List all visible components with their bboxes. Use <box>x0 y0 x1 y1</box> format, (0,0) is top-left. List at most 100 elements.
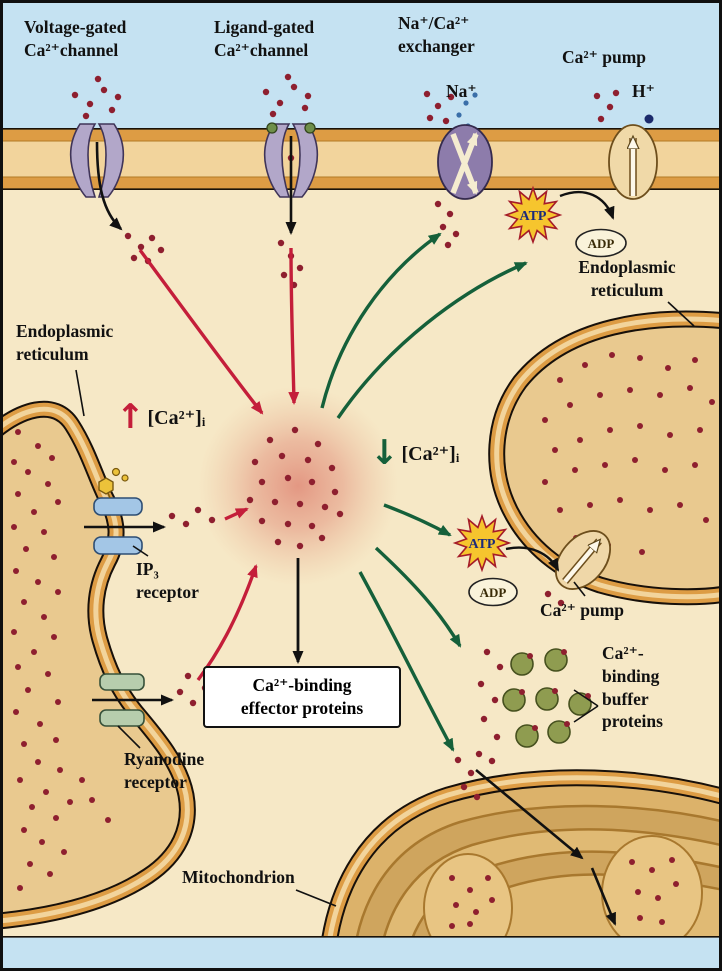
ca-below-ligand <box>296 264 304 272</box>
buffer-protein <box>510 652 534 676</box>
label-ip3-receptor: IP₃ receptor <box>136 559 199 602</box>
influx-arrow <box>95 141 123 231</box>
ca-mito-matrix-1 <box>489 897 495 903</box>
arrow-ligand-to-pool <box>288 247 300 405</box>
pump-arrow <box>563 541 599 583</box>
ca-left-er-lumen <box>21 741 27 747</box>
ca-central-pool <box>314 440 322 448</box>
ca-below-exchanger <box>434 200 442 208</box>
ca-central-pool <box>284 520 292 528</box>
ca-central-pool <box>304 456 312 464</box>
ca-near-buffer <box>491 696 499 704</box>
ligand-gated-channel-protein <box>263 122 319 235</box>
ca-ryr-release <box>189 699 197 707</box>
pointer-ryr <box>117 725 141 749</box>
exchange-arrow-in <box>450 133 479 195</box>
ca-below-voltage <box>137 243 145 251</box>
ca-left-er-lumen <box>53 815 59 821</box>
ca-extracellular-pump <box>597 115 605 123</box>
label-na-ion: Na⁺ <box>446 81 477 101</box>
adp-text: ADP <box>588 236 615 251</box>
ca-extracellular-ligand <box>301 104 309 112</box>
atp-text: ATP <box>469 537 496 552</box>
ca-right-er-lumen <box>607 427 613 433</box>
ca-ip3-release <box>182 520 190 528</box>
pointer-buffer-1 <box>573 689 599 707</box>
na-ion-dot <box>463 100 469 106</box>
ca-below-exchanger <box>446 210 454 218</box>
ca-left-er-lumen <box>11 629 17 635</box>
ca-left-er-lumen <box>51 554 57 560</box>
arrow-pool-to-buffers <box>374 546 462 648</box>
adp-oval-1: ADP <box>575 228 627 258</box>
ca-right-er-lumen <box>657 392 663 398</box>
buffer-protein <box>502 688 526 712</box>
ca-below-voltage <box>148 234 156 242</box>
adp-text: ADP <box>480 585 507 600</box>
bottom-band <box>0 936 722 971</box>
buffer-protein <box>535 687 559 711</box>
ca-left-er-lumen <box>49 455 55 461</box>
ca-left-er-lumen <box>55 499 61 505</box>
ca-extracellular-ligand <box>284 73 292 81</box>
ca-left-er-lumen <box>79 777 85 783</box>
ca-left-er-lumen <box>41 614 47 620</box>
ca-pump-er-protein <box>555 530 611 590</box>
ca-central-pool <box>321 503 329 511</box>
ca-mito-matrix-2 <box>637 915 643 921</box>
ca-ip3-release <box>194 506 202 514</box>
ca-right-er-lumen <box>647 507 653 513</box>
calcium-cloud <box>198 386 398 586</box>
ca-right-er-lumen <box>692 357 698 363</box>
ca-mito-matrix-2 <box>649 867 655 873</box>
ca-ip3-release <box>168 512 176 520</box>
ca-extracellular-exchanger <box>442 117 450 125</box>
arrow-ip3-to-pool <box>224 507 249 521</box>
ca-left-er-lumen <box>29 804 35 810</box>
ca-right-er-lumen <box>677 502 683 508</box>
pointer-mitochondrion <box>295 889 337 907</box>
ca-left-er-lumen <box>15 491 21 497</box>
ca-left-er-lumen <box>45 671 51 677</box>
ca-extracellular-ligand <box>276 99 284 107</box>
ca-near-buffer <box>493 733 501 741</box>
ca-right-er-lumen <box>637 423 643 429</box>
ca-right-er-lumen <box>587 502 593 508</box>
ca-left-er-lumen <box>15 429 21 435</box>
ca-right-er-lumen <box>552 447 558 453</box>
atp-starburst-1: ATP <box>505 187 561 243</box>
ca-left-er-lumen <box>51 634 57 640</box>
ca-right-er-lumen <box>637 355 643 361</box>
label-na-ca-exchanger: Na⁺/Ca²⁺ exchanger <box>398 13 475 56</box>
pointer-lines <box>75 301 695 907</box>
buffer-proteins <box>502 648 592 748</box>
ca-below-voltage <box>157 246 165 254</box>
ca-left-er-lumen <box>11 524 17 530</box>
ca-mito-matrix-1 <box>449 875 455 881</box>
ca-central-pool <box>308 522 316 530</box>
ca-left-er-lumen <box>25 469 31 475</box>
label-ryanodine-receptor: Ryanodine receptor <box>124 749 205 792</box>
ca-left-er-lumen <box>57 767 63 773</box>
label-ligand-gated-channel: Ligand-gated Ca²⁺channel <box>214 17 315 60</box>
ca-extracellular-exchanger <box>423 90 431 98</box>
ca-mito-matrix-1 <box>467 921 473 927</box>
ca-mito-matrix-1 <box>449 923 455 929</box>
pointer-ip3 <box>132 545 149 557</box>
ca-left-er-lumen <box>35 443 41 449</box>
buffer-bound-calcium <box>564 721 570 727</box>
buffer-bound-calcium <box>532 725 538 731</box>
arrow-into-mitochondrion <box>475 768 584 860</box>
ca-er-pump-cytosolic <box>557 599 565 607</box>
ca-extracellular-voltage <box>94 75 102 83</box>
clearance-arrows-green <box>320 232 528 752</box>
ca-left-er-lumen <box>31 649 37 655</box>
ca-near-buffer <box>475 750 483 758</box>
label-ca-pump-top: Ca²⁺ pump <box>562 47 647 67</box>
ca-right-er-lumen <box>665 365 671 371</box>
calcium-rise-text: [Ca²⁺]ᵢ <box>147 406 206 429</box>
ca-left-er-lumen <box>41 529 47 535</box>
ca-left-er-lumen <box>21 827 27 833</box>
atp-hydrolysis-arrow <box>505 546 560 572</box>
ca-central-pool <box>278 452 286 460</box>
